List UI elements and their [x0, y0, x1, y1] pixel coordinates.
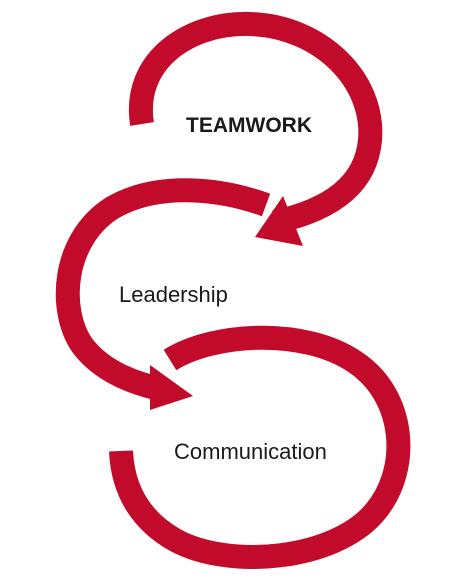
stage-label-teamwork: TEAMWORK: [186, 114, 312, 137]
stage-label-leadership: Leadership: [119, 282, 228, 307]
stage-label-communication: Communication: [174, 439, 327, 464]
leadership-arrowhead: [150, 365, 193, 410]
communication-arc: [109, 325, 411, 569]
teamwork-arc: [128, 11, 383, 234]
leadership-arc: [55, 178, 271, 402]
teamwork-arrowhead: [255, 196, 303, 246]
